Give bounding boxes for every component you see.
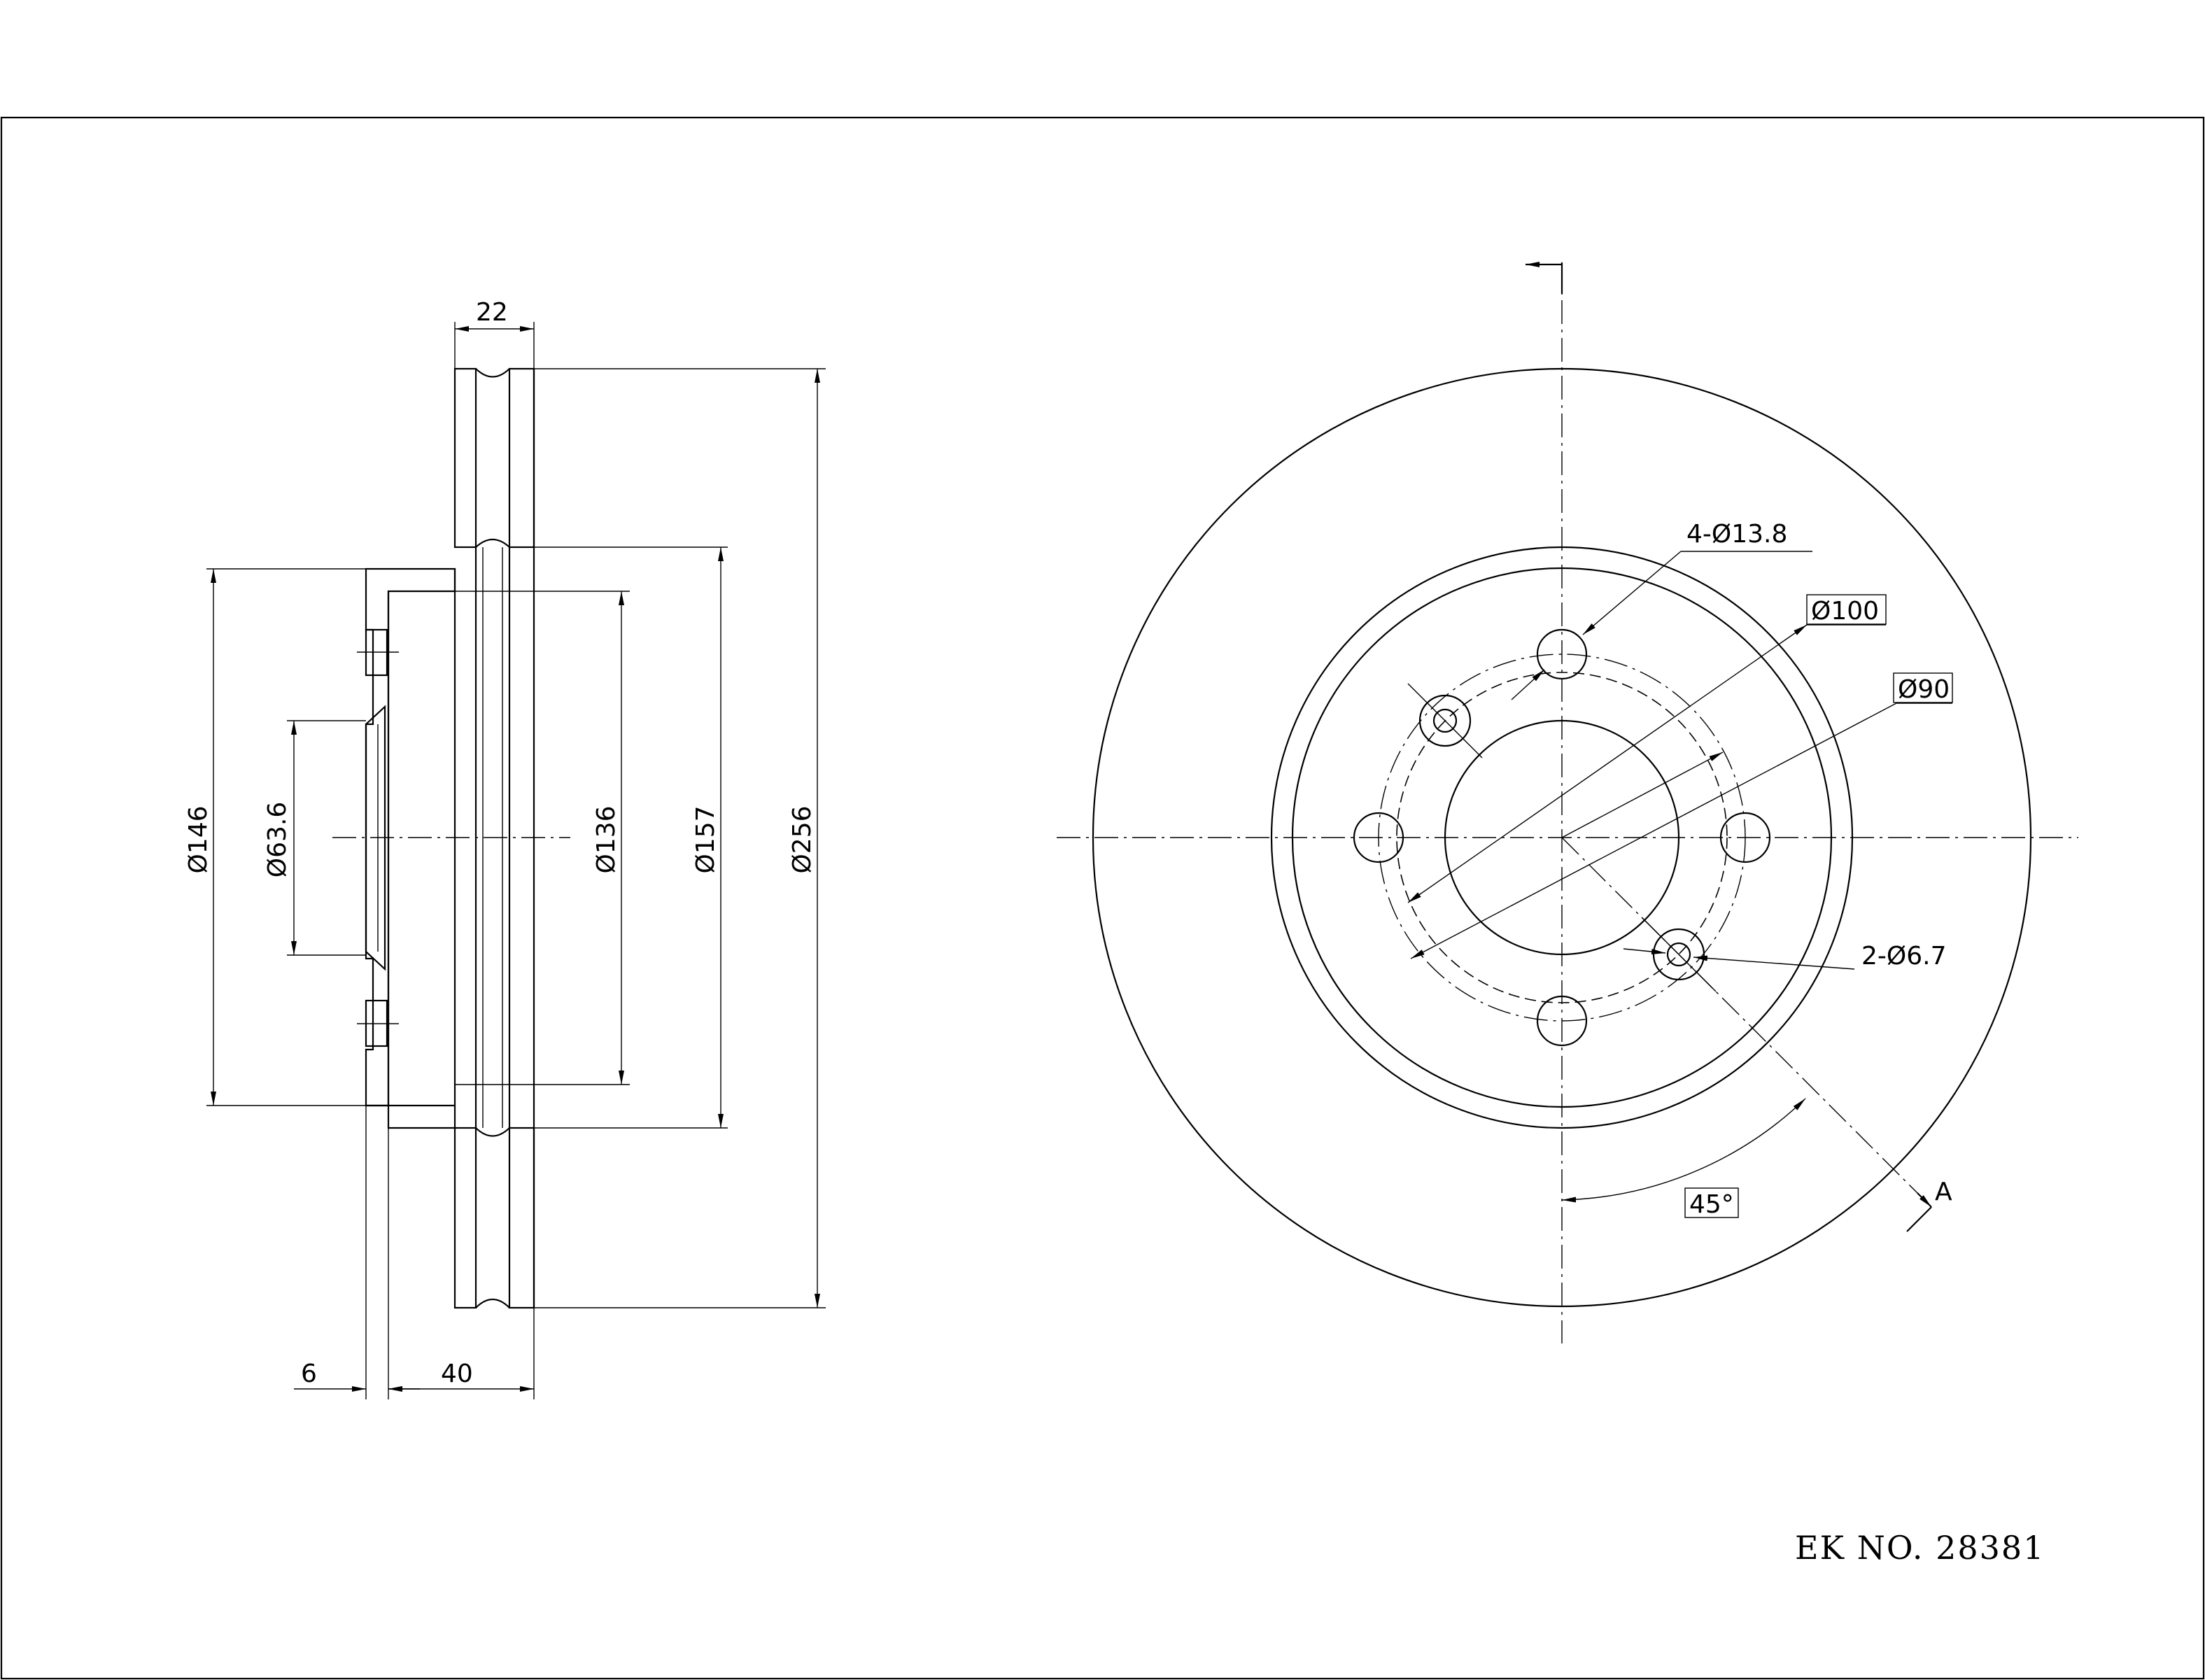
bottom-friction-ring <box>453 1127 535 1309</box>
rotor-outer-edge <box>1092 367 2032 1308</box>
dim-bolt-circle: Ø100 <box>1811 597 1879 626</box>
dim-angle: 45° <box>1689 1190 1734 1219</box>
part-number-label: EK NO. 28381 <box>1795 1529 2045 1567</box>
dim-bolt-circle-box <box>1806 594 1887 625</box>
side-section-view: 22 6 40 Ø146 Ø63.6 Ø136 Ø157 Ø256 <box>184 298 826 1399</box>
hat-wall <box>357 567 456 1129</box>
section-label-a: A <box>1935 1178 1952 1206</box>
pin-hole-lower-right-inner <box>1666 942 1691 967</box>
dim-center-bore: Ø63.6 <box>263 802 292 878</box>
dim-inner-circle-box <box>1893 672 1953 703</box>
dim-outer-diameter: Ø256 <box>788 805 817 873</box>
top-friction-ring <box>453 367 535 549</box>
dim-height: 40 <box>441 1360 473 1388</box>
dim-inner-friction: Ø157 <box>691 805 720 873</box>
drawing-frame <box>0 116 2205 1680</box>
dim-thickness: 22 <box>476 298 508 327</box>
dim-pin-holes: 2-Ø6.7 <box>1861 942 1946 970</box>
dim-offset: 6 <box>301 1360 317 1388</box>
dim-bolt-holes: 4-Ø13.8 <box>1686 520 1787 549</box>
dim-angle-box <box>1684 1187 1739 1218</box>
dim-inner-circle: Ø90 <box>1898 675 1950 704</box>
bolt-hole-left <box>1353 812 1404 863</box>
dim-hub-diameter: Ø146 <box>184 805 213 873</box>
front-view: 4-Ø13.8 Ø100 Ø90 2-Ø6.7 45° A <box>1057 262 2078 1343</box>
pin-hole-lower-right <box>1652 928 1705 981</box>
dim-inner-hat: Ø136 <box>592 805 621 873</box>
bolt-hole-bottom <box>1536 995 1588 1047</box>
